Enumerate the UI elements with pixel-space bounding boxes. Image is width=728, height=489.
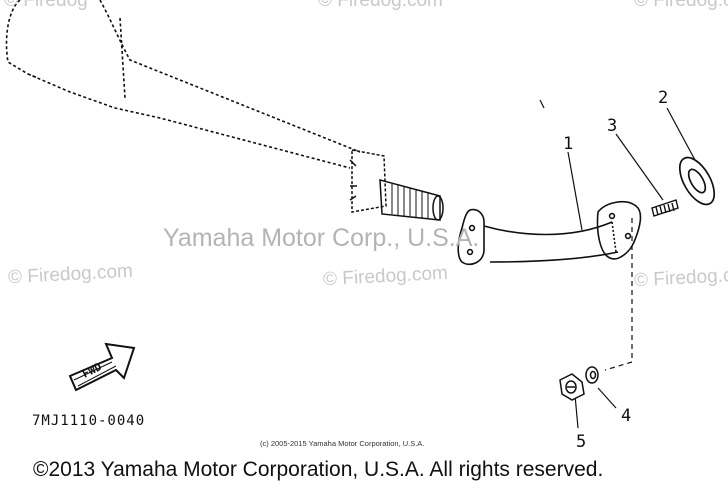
- watermark-top-left: © Firedog: [4, 0, 88, 11]
- callout-1: 1: [563, 134, 574, 154]
- exhaust-pipe: [457, 200, 642, 266]
- callout-2: 2: [658, 88, 669, 108]
- watermark-top-middle: © Firedog.com: [318, 0, 443, 11]
- leader-lines: [539, 99, 696, 429]
- copyright-notice: ©2013 Yamaha Motor Corporation, U.S.A. A…: [33, 458, 604, 481]
- washer: [585, 366, 599, 384]
- callout-3: 3: [607, 116, 618, 136]
- forward-arrow-icon: [68, 342, 136, 392]
- muffler: [5, 0, 361, 169]
- gasket: [678, 156, 716, 206]
- watermark-top-right: © Firedog.com: [634, 0, 728, 11]
- watermark-center: Yamaha Motor Corp., U.S.A.: [163, 224, 480, 252]
- diagram-code: 7MJ1110-0040: [32, 413, 146, 429]
- stud-bolt: [651, 199, 679, 217]
- small-copyright: (c) 2005-2015 Yamaha Motor Corporation, …: [260, 439, 425, 448]
- callout-5: 5: [576, 432, 587, 452]
- muffler-inlet: [349, 149, 444, 221]
- nut: [559, 373, 585, 401]
- callout-4: 4: [621, 406, 632, 426]
